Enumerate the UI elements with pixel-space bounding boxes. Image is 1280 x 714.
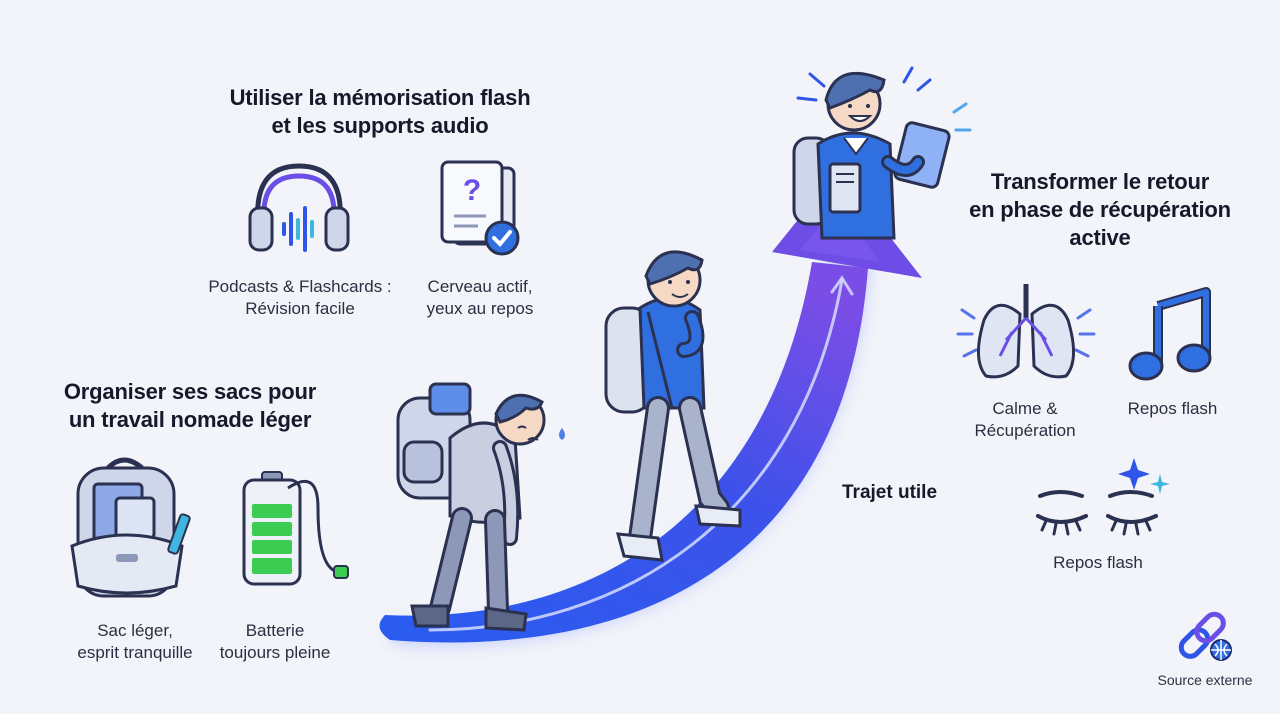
memorisation-title-line2: et les supports audio	[271, 113, 489, 138]
transformer-title: Transformer le retour en phase de récupé…	[950, 168, 1250, 252]
calme-caption-line1: Calme &	[992, 399, 1058, 418]
organiser-title: Organiser ses sacs pour un travail nomad…	[40, 378, 340, 434]
sac-caption-line2: esprit tranquille	[77, 643, 193, 662]
cerveau-caption-line2: yeux au repos	[426, 299, 534, 318]
path-label: Trajet utile	[842, 482, 938, 503]
walking-student-figure	[604, 250, 742, 562]
transformer-title-line2: en phase de récupération	[969, 197, 1231, 222]
transformer-caption-repos-eyes: Repos flash	[1030, 552, 1166, 574]
memorisation-title-line1: Utiliser la mémorisation flash	[229, 85, 531, 110]
cerveau-caption-line1: Cerveau actif,	[427, 277, 533, 296]
transformer-caption-repos-music: Repos flash	[1100, 398, 1245, 420]
happy-student-figure	[792, 66, 972, 240]
podcasts-caption-line2: Révision facile	[245, 299, 355, 318]
backpack-icon	[70, 457, 191, 598]
organiser-caption-sac: Sac léger, esprit tranquille	[50, 620, 220, 664]
transformer-title-line1: Transformer le retour	[990, 169, 1210, 194]
organiser-title-line2: un travail nomade léger	[68, 407, 312, 432]
headphones-icon	[248, 163, 350, 252]
music-note-icon	[1128, 287, 1212, 381]
calme-caption-line2: Récupération	[974, 421, 1076, 440]
repos-eyes-caption: Repos flash	[1053, 553, 1143, 572]
memorisation-caption-podcasts: Podcasts & Flashcards : Révision facile	[190, 276, 410, 320]
closed-eyes-icon	[1036, 458, 1170, 536]
memorisation-title: Utiliser la mémorisation flash et les su…	[200, 84, 560, 140]
batterie-caption-line2: toujours pleine	[219, 643, 331, 662]
transformer-caption-calme: Calme & Récupération	[950, 398, 1100, 442]
tired-student-figure	[396, 382, 565, 632]
transformer-title-line3: active	[1069, 225, 1131, 250]
battery-icon	[242, 471, 349, 586]
flashcard-question-icon: ?	[440, 160, 520, 256]
sac-caption-line1: Sac léger,	[97, 621, 173, 640]
source-label[interactable]: Source externe	[1157, 672, 1253, 688]
batterie-caption-line1: Batterie	[245, 621, 305, 640]
podcasts-caption-line1: Podcasts & Flashcards :	[208, 277, 392, 296]
svg-text:?: ?	[463, 174, 481, 207]
repos-music-caption: Repos flash	[1127, 399, 1218, 418]
organiser-title-line1: Organiser ses sacs pour	[63, 379, 317, 404]
memorisation-caption-cerveau: Cerveau actif, yeux au repos	[400, 276, 560, 320]
lungs-icon	[956, 284, 1096, 379]
organiser-caption-batterie: Batterie toujours pleine	[200, 620, 350, 664]
chain-link-globe-icon	[1178, 611, 1232, 661]
source-link[interactable]: Source externe	[1150, 608, 1260, 690]
